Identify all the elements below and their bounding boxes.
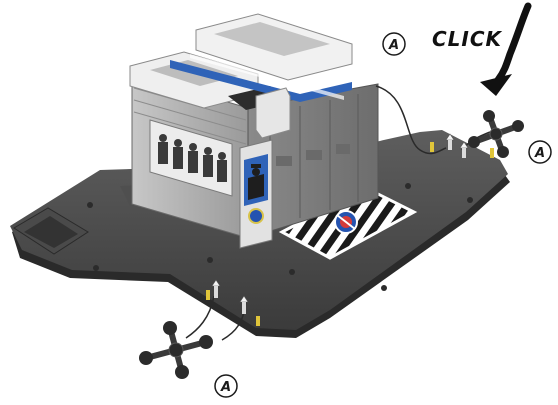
cross-connector-icon-bottom (139, 321, 213, 379)
callout-top: A (383, 33, 405, 55)
click-instruction-text: CLICK (432, 27, 503, 51)
callout-right: A (529, 141, 551, 163)
callout-letter: A (388, 38, 399, 53)
curved-arrow-down-left-icon (480, 6, 528, 96)
callout-letter: A (220, 380, 231, 395)
target-icon (335, 211, 357, 233)
callout-bottom: A (215, 375, 237, 397)
badge-icon (249, 209, 263, 223)
callout-letter: A (534, 146, 545, 161)
